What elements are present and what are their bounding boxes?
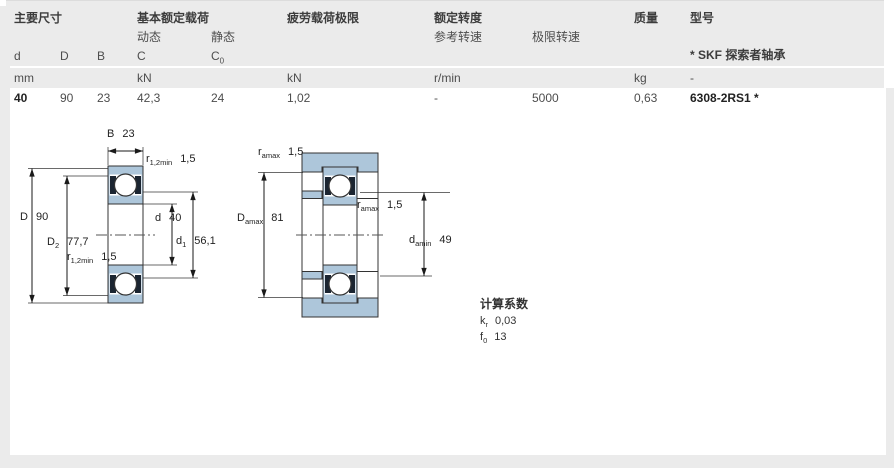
unit-fatigue: kN [287, 71, 302, 85]
header-separator [10, 66, 884, 68]
bottom-right-seal [135, 275, 141, 293]
value-d: 40 [14, 91, 28, 105]
value-D: 90 [60, 91, 74, 105]
value-limiting-speed: 5000 [532, 91, 559, 105]
top-right-seal [135, 176, 141, 194]
header-right-margin [884, 0, 894, 88]
unit-load: kN [137, 71, 152, 85]
value-designation: 6308-2RS1 * [690, 91, 759, 105]
group-fatigue-limit: 疲劳载荷极限 [287, 11, 360, 25]
subheader-static: 静态 [211, 30, 236, 44]
seal [325, 275, 331, 293]
value-B: 23 [97, 91, 111, 105]
seal [349, 275, 355, 293]
value-mass: 0,63 [634, 91, 658, 105]
symbol-B: B [97, 49, 106, 63]
calc-factors-title: 计算系数 [480, 297, 529, 311]
shaft-shoulder-top [301, 190, 323, 199]
subheader-dynamic: 动态 [137, 30, 162, 44]
symbol-C0: C0 [211, 49, 225, 66]
dimension-lines-right [261, 172, 427, 298]
group-basic-load: 基本额定载荷 [137, 11, 210, 25]
bearing-cross-section-diagram [28, 147, 198, 304]
bottom-ball [113, 272, 138, 296]
ball [328, 272, 352, 296]
seal [325, 177, 331, 195]
mounted-bearing [322, 166, 358, 304]
top-left-seal [110, 176, 116, 194]
top-border [0, 0, 894, 1]
dimension-lines [29, 148, 196, 303]
value-C: 42,3 [137, 91, 161, 105]
unit-dimensions: mm [14, 71, 34, 85]
symbol-d: d [14, 49, 21, 63]
bottom-left-seal [110, 275, 116, 293]
value-fatigue-limit: 1,02 [287, 91, 311, 105]
symbol-C0-subscript: 0 [219, 56, 225, 66]
top-ball [113, 173, 138, 197]
unit-speed: r/min [434, 71, 461, 85]
housing-top [301, 152, 379, 173]
bearing-rings [107, 165, 144, 304]
group-designation: 型号 [690, 11, 715, 25]
ball [328, 174, 352, 198]
group-main-dimensions: 主要尺寸 [14, 11, 63, 25]
seal [349, 177, 355, 195]
shaft-shoulder-bottom [301, 271, 323, 280]
unit-mass: kg [634, 71, 647, 85]
unit-designation: - [690, 71, 694, 85]
extension-lines [28, 147, 198, 304]
bearing-mounting-diagram [258, 152, 450, 318]
group-mass: 质量 [634, 11, 659, 25]
value-reference-speed: - [434, 91, 438, 105]
group-rated-speed: 额定转度 [434, 11, 483, 25]
housing-bottom [301, 297, 379, 318]
skf-explorer-note: * SKF 探索者轴承 [690, 48, 786, 62]
content-panel [10, 88, 886, 455]
symbol-D: D [60, 49, 69, 63]
subheader-reference-speed: 参考转速 [434, 30, 483, 44]
value-C0: 24 [211, 91, 225, 105]
corner-notch [0, 0, 6, 6]
symbol-C: C [137, 49, 146, 63]
subheader-limiting-speed: 极限转速 [532, 30, 581, 44]
